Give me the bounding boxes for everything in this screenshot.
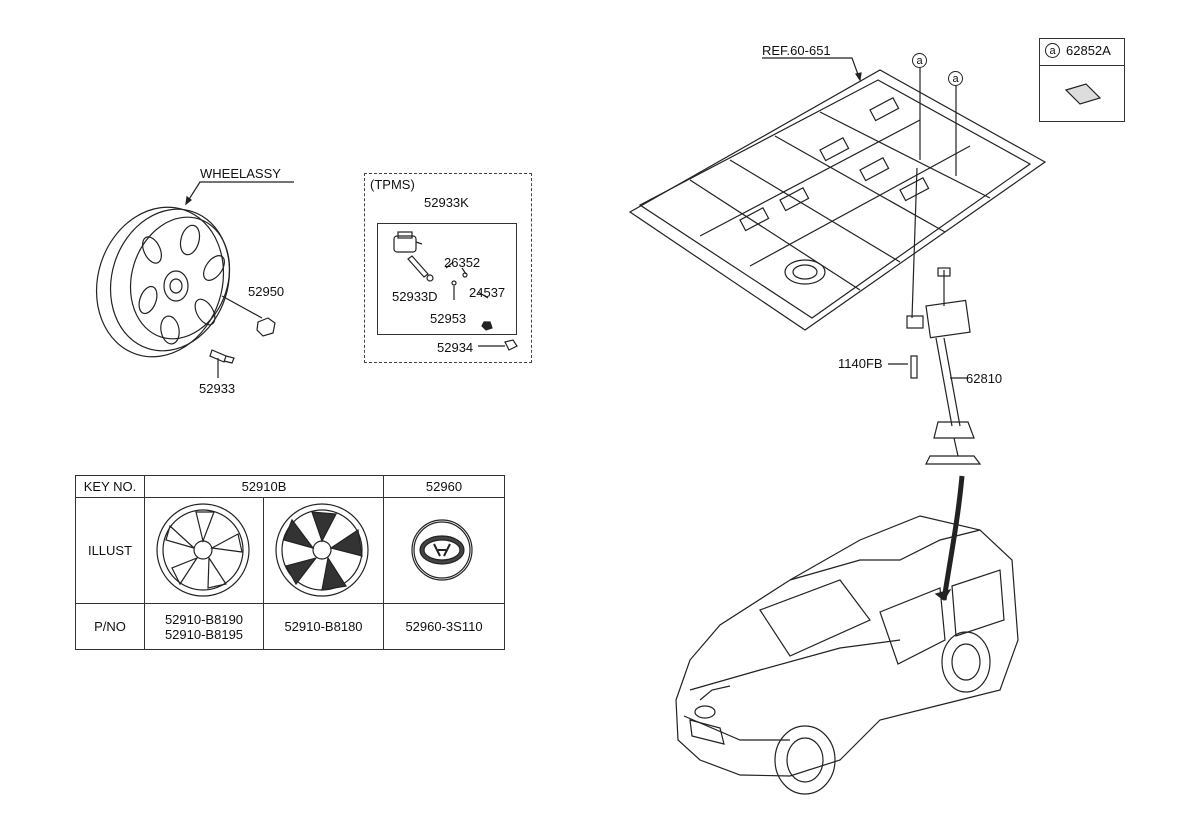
col-52910b-header: 52910B bbox=[144, 475, 384, 498]
ref-60-651-label: REF.60-651 bbox=[762, 43, 831, 58]
illust-cell-1 bbox=[144, 497, 264, 604]
pad-part-drawing bbox=[1064, 83, 1102, 105]
col-52960-header: 52960 bbox=[383, 475, 505, 498]
ref-a-box bbox=[1039, 38, 1125, 122]
illust-cell-3 bbox=[383, 497, 505, 604]
ref-box-circle-a: a bbox=[1045, 43, 1060, 58]
spare-tire-carrier-drawing bbox=[888, 167, 982, 601]
illust-row-label: ILLUST bbox=[75, 497, 145, 604]
wheel-assy-drawing bbox=[95, 181, 294, 378]
part-62810-label: 62810 bbox=[966, 371, 1003, 386]
part-52934-label: 52934 bbox=[437, 340, 474, 355]
part-24537-label: 24537 bbox=[469, 285, 506, 300]
tpms-header: (TPMS) bbox=[370, 177, 415, 192]
key-no-header: KEY NO. bbox=[75, 475, 145, 498]
pno-cell-2: 52910-B8180 bbox=[263, 603, 384, 650]
tpms-parts-drawing bbox=[393, 231, 518, 351]
suv-drawing bbox=[675, 515, 1019, 795]
illust-cell-2 bbox=[263, 497, 384, 604]
circle-a-marker-2: a bbox=[948, 71, 963, 86]
tpms-group-box bbox=[364, 173, 532, 363]
part-52953-label: 52953 bbox=[430, 311, 467, 326]
part-52933k-label: 52933K bbox=[424, 195, 469, 210]
tpms-sensor-box bbox=[377, 223, 517, 335]
pno-52910-b8190: 52910-B8190 bbox=[164, 611, 244, 627]
part-52933d-label: 52933D bbox=[392, 289, 438, 304]
pno-cell-1: 52910-B8190 52910-B8195 bbox=[144, 603, 264, 650]
wheel-assy-label: WHEELASSY bbox=[200, 166, 281, 181]
part-62852a-label: 62852A bbox=[1066, 43, 1111, 58]
part-26352-label: 26352 bbox=[444, 255, 481, 270]
pno-cell-3: 52960-3S110 bbox=[383, 603, 505, 650]
part-52933-label: 52933 bbox=[199, 381, 236, 396]
pno-52910-b8195: 52910-B8195 bbox=[164, 626, 244, 642]
part-52950-label: 52950 bbox=[248, 284, 285, 299]
circle-a-marker-1: a bbox=[912, 53, 927, 68]
floor-panel-drawing bbox=[628, 57, 1047, 331]
key-number-table: KEY NO. 52910B 52960 ILLUST P/NO 52910-B… bbox=[75, 475, 505, 650]
part-1140fb-label: 1140FB bbox=[838, 356, 883, 371]
pno-row-label: P/NO bbox=[75, 603, 145, 650]
